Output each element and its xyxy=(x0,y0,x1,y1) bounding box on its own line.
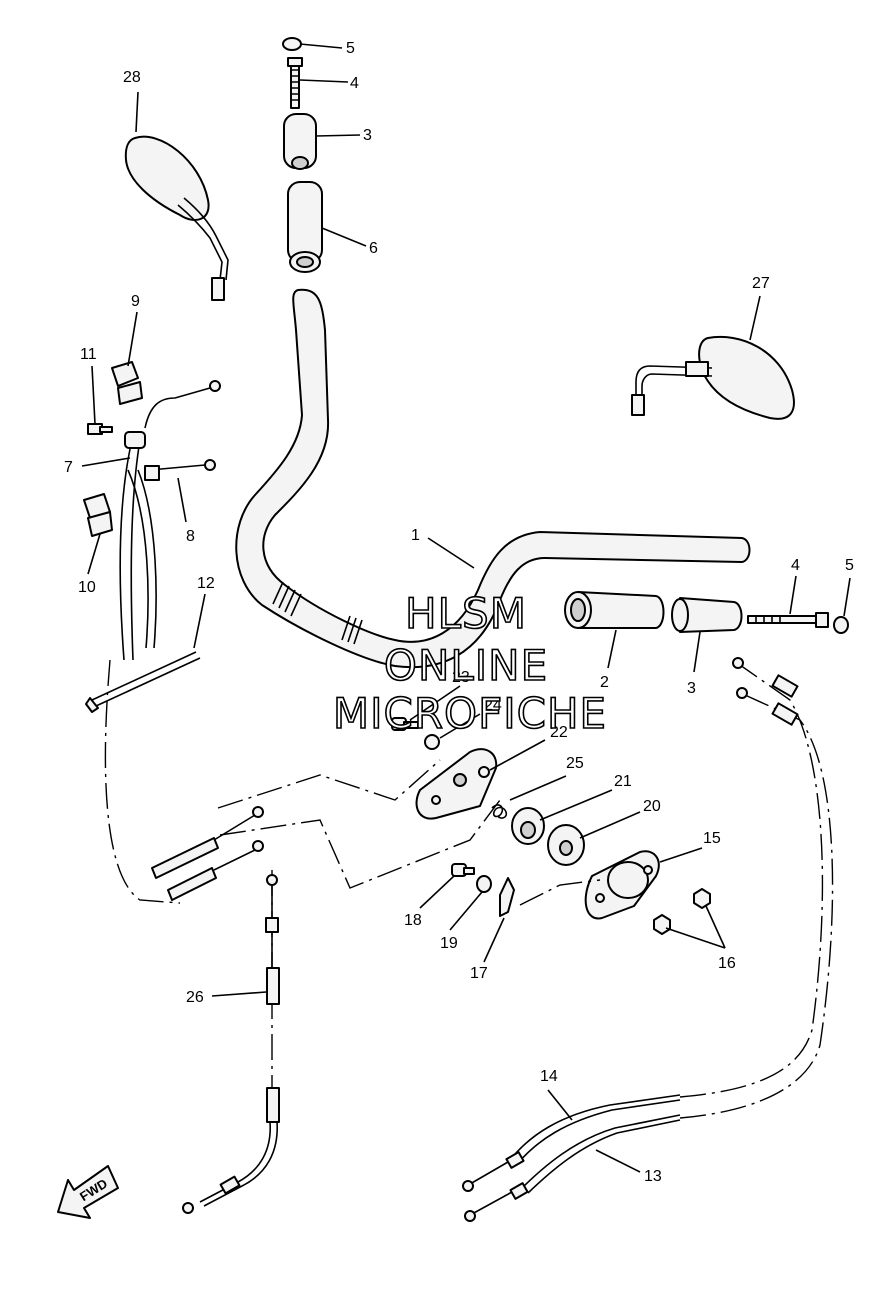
callout-21: 21 xyxy=(614,773,632,790)
callout-28: 28 xyxy=(123,69,141,86)
callout-4-top: 4 xyxy=(350,75,359,92)
right-bar-end-weight xyxy=(671,597,743,633)
callout-10: 10 xyxy=(78,579,96,596)
callout-5-right: 5 xyxy=(845,557,854,574)
pulley-20 xyxy=(547,824,585,866)
watermark-line-1: HLSM xyxy=(405,589,527,638)
callout-19: 19 xyxy=(440,935,458,952)
washer-19 xyxy=(476,875,492,893)
callout-14: 14 xyxy=(540,1068,558,1085)
band-12 xyxy=(85,651,201,713)
cable-holder-9 xyxy=(111,361,143,405)
callout-7: 7 xyxy=(64,459,73,476)
left-bar-end-weight xyxy=(283,113,317,170)
left-grip xyxy=(287,181,323,273)
callout-27: 27 xyxy=(752,275,770,292)
leader-lines xyxy=(81,43,851,1173)
callout-18: 18 xyxy=(404,912,422,929)
nuts-16 xyxy=(653,888,711,935)
callout-5-top: 5 xyxy=(346,40,355,57)
callout-3-top: 3 xyxy=(363,127,372,144)
callout-11: 11 xyxy=(80,346,97,363)
callout-labels: 5 4 3 6 28 27 1 2 3 4 5 9 11 7 8 10 12 2… xyxy=(64,40,854,1185)
callout-3-right: 3 xyxy=(687,680,696,697)
bolt-11 xyxy=(87,423,113,435)
watermark-line-2: ONLINE xyxy=(384,641,548,690)
callout-2: 2 xyxy=(600,674,609,691)
left-mirror xyxy=(124,135,229,301)
callout-17: 17 xyxy=(470,965,488,982)
callout-20: 20 xyxy=(643,798,661,815)
switch-housing-upper-22 xyxy=(415,748,498,820)
callout-16: 16 xyxy=(718,955,736,972)
throttle-cables xyxy=(462,657,834,1222)
watermark: HLSM ONLINE MICROFICHE xyxy=(332,588,607,739)
screw-23 xyxy=(391,717,419,731)
left-end-nut xyxy=(282,37,302,51)
right-end-bolt xyxy=(747,612,829,628)
left-clutch-cable-assembly xyxy=(104,380,221,904)
spring-25 xyxy=(491,804,508,819)
callout-13: 13 xyxy=(644,1168,662,1185)
callout-25: 25 xyxy=(566,755,584,772)
pulley-21 xyxy=(511,807,545,845)
plate-17 xyxy=(499,877,515,917)
screw-18 xyxy=(451,863,475,877)
right-end-nut xyxy=(833,616,849,634)
callout-22: 22 xyxy=(550,724,568,741)
watermark-line-3: MICROFICHE xyxy=(333,689,607,738)
callout-12: 12 xyxy=(197,575,215,592)
callout-26: 26 xyxy=(186,989,204,1006)
callout-8: 8 xyxy=(186,528,195,545)
handlebar xyxy=(235,288,751,669)
callout-6: 6 xyxy=(369,240,378,257)
cable-26 xyxy=(182,874,280,1214)
callout-23: 23 xyxy=(452,669,470,686)
callout-1: 1 xyxy=(411,527,420,544)
callout-4-right: 4 xyxy=(791,557,800,574)
forward-arrow-icon: FWD xyxy=(57,1165,119,1219)
assembly-lines xyxy=(217,759,601,1090)
switch-housing-lower-15 xyxy=(584,850,660,920)
right-grip xyxy=(564,591,665,629)
cable-clamp-10 xyxy=(83,493,113,537)
cable-pair-left-lower xyxy=(151,806,264,901)
callout-15: 15 xyxy=(703,830,721,847)
left-end-bolt xyxy=(287,57,303,109)
callout-9: 9 xyxy=(131,293,140,310)
washer-24 xyxy=(424,734,440,750)
right-mirror xyxy=(631,335,795,420)
callout-24: 24 xyxy=(484,697,502,714)
